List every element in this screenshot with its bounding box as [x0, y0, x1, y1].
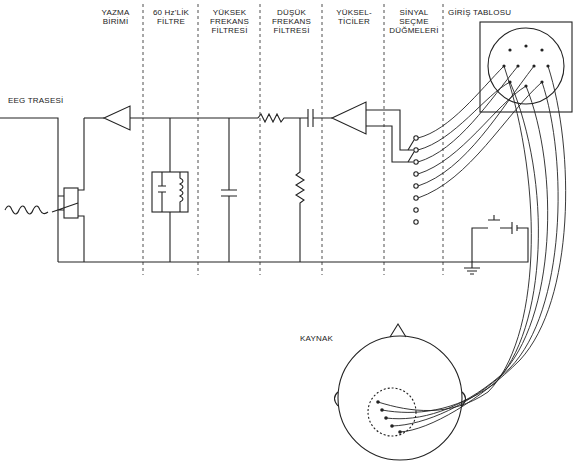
- column-header: 60 Hz'LİK FİLTRE: [144, 8, 198, 26]
- column-header: YÜKSEK FREKANS FİLTRESİ: [199, 8, 260, 36]
- eeg-trace: [5, 206, 48, 214]
- pen-arm: [52, 196, 78, 212]
- source-label: KAYNAK: [300, 334, 370, 343]
- trace-line: [0, 118, 58, 262]
- switch-wire: [418, 66, 542, 198]
- trace-label: EEG TRASESİ: [8, 96, 88, 105]
- head-outline: [338, 336, 462, 460]
- lc-filter: [152, 172, 188, 212]
- resistor-symbol: [258, 114, 300, 122]
- capacitor-symbol: [158, 172, 166, 212]
- amplifier-input: [366, 110, 413, 162]
- column-header: SİNYAL SEÇME DÜĞMELERİ: [385, 8, 443, 36]
- column-header: YÜKSEL- TİCİLER: [332, 8, 376, 26]
- electrode-map: [488, 28, 564, 104]
- resistor-symbol: [296, 118, 304, 262]
- scalp-electrode: [376, 400, 402, 434]
- calibration-button: [472, 215, 528, 262]
- head-nose: [390, 324, 406, 337]
- electrode-region: [368, 388, 416, 436]
- column-divider: [143, 4, 443, 275]
- pen-galvanometer: [64, 188, 78, 218]
- inductor-symbol: [180, 172, 183, 212]
- selector-switch: [408, 136, 418, 224]
- column-header: YAZMA BİRİMİ: [88, 8, 143, 26]
- ground-line: [58, 262, 480, 274]
- head-ear: [335, 392, 466, 406]
- pen-wire: [78, 118, 84, 262]
- electrode-jack: [502, 44, 549, 87]
- electrode-wire: [378, 66, 566, 432]
- capacitor-symbol: [300, 109, 332, 127]
- amplifier-symbol: [332, 102, 366, 134]
- amplifier-symbol: [104, 106, 130, 130]
- board-label: GİRİŞ TABLOSU: [448, 8, 540, 17]
- capacitor-symbol: [221, 118, 237, 262]
- filter-wire: [169, 118, 170, 262]
- signal-line: [130, 117, 258, 118]
- column-header: DÜŞÜK FREKANS FİLTRESİ: [261, 8, 322, 36]
